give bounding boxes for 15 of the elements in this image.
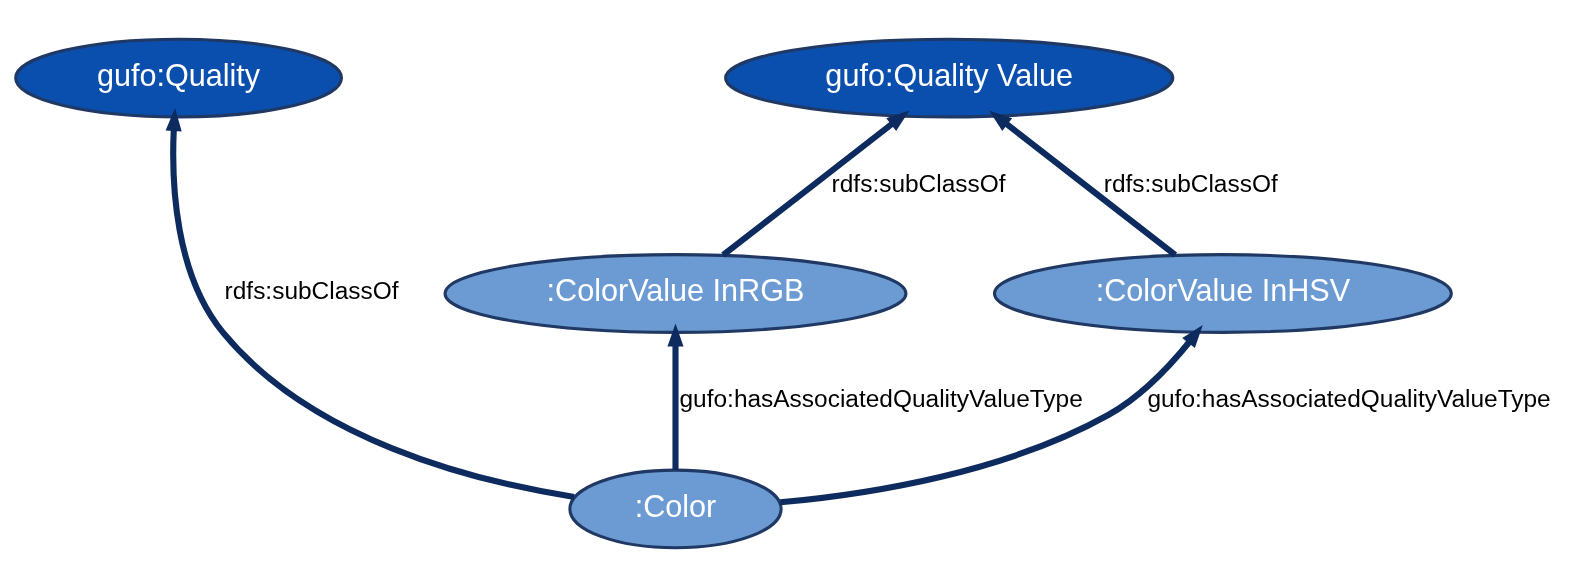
node-ellipse: :Color	[568, 468, 783, 550]
node-ellipse: :ColorValue InRGB	[443, 253, 908, 334]
edge-label: gufo:hasAssociatedQualityValueType	[679, 385, 1083, 413]
arrow	[780, 324, 1203, 506]
arrow	[165, 108, 575, 500]
arrow	[989, 110, 1178, 258]
arrow	[721, 110, 910, 258]
arrow	[667, 323, 684, 470]
node-ellipse: gufo:Quality Value	[724, 37, 1175, 119]
edge-label: gufo:hasAssociatedQualityValueType	[1147, 385, 1551, 413]
edge-label: rdfs:subClassOf	[831, 169, 1006, 197]
edge-label: rdfs:subClassOf	[224, 277, 399, 305]
node-ellipse: gufo:Quality	[14, 37, 343, 119]
node-ellipse: :ColorValue InHSV	[992, 253, 1453, 334]
edge-label: rdfs:subClassOf	[1103, 169, 1278, 197]
